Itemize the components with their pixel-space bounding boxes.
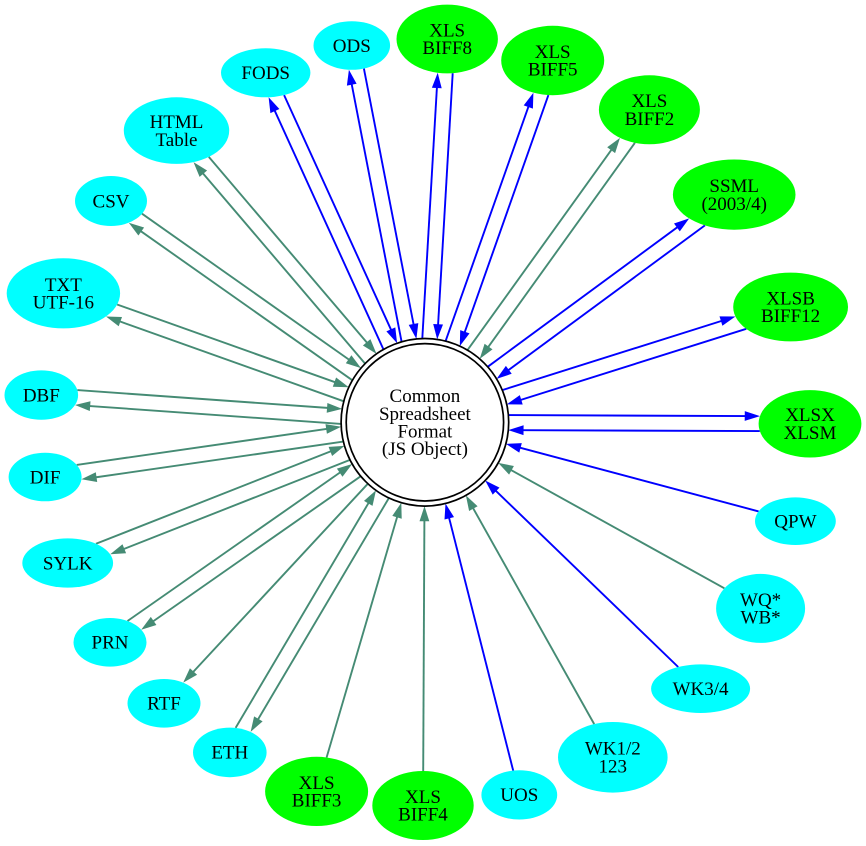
- svg-text:BIFF5: BIFF5: [528, 60, 578, 81]
- svg-text:WQ*: WQ*: [740, 590, 781, 611]
- svg-text:UOS: UOS: [500, 785, 538, 806]
- svg-text:RTF: RTF: [147, 694, 181, 715]
- svg-text:HTML: HTML: [150, 112, 204, 133]
- svg-text:BIFF2: BIFF2: [625, 109, 675, 130]
- svg-text:XLS: XLS: [299, 773, 335, 794]
- svg-text:UTF-16: UTF-16: [33, 293, 94, 314]
- svg-text:Table: Table: [156, 130, 198, 151]
- svg-text:WK3/4: WK3/4: [673, 679, 729, 700]
- svg-text:XLS: XLS: [535, 42, 571, 63]
- svg-text:BIFF8: BIFF8: [422, 38, 472, 59]
- svg-text:XLS: XLS: [429, 20, 465, 41]
- svg-text:SYLK: SYLK: [43, 553, 93, 574]
- svg-text:123: 123: [599, 756, 628, 777]
- svg-text:(JS Object): (JS Object): [382, 439, 468, 460]
- svg-text:WB*: WB*: [741, 608, 781, 629]
- svg-text:WK1/2: WK1/2: [585, 739, 641, 760]
- svg-text:BIFF3: BIFF3: [292, 791, 342, 812]
- svg-text:Spreadsheet: Spreadsheet: [379, 404, 472, 425]
- svg-text:DBF: DBF: [23, 385, 60, 406]
- svg-text:XLSX: XLSX: [785, 405, 835, 426]
- svg-text:DIF: DIF: [30, 467, 61, 488]
- svg-text:XLS: XLS: [631, 91, 667, 112]
- svg-text:FODS: FODS: [241, 63, 290, 84]
- svg-text:XLSB: XLSB: [766, 288, 815, 309]
- svg-text:SSML: SSML: [709, 176, 759, 197]
- svg-text:Format: Format: [397, 422, 453, 443]
- svg-text:XLSM: XLSM: [784, 423, 837, 444]
- svg-text:CSV: CSV: [93, 191, 130, 212]
- svg-text:QPW: QPW: [774, 512, 816, 533]
- svg-text:BIFF4: BIFF4: [398, 805, 448, 826]
- svg-text:PRN: PRN: [92, 633, 129, 654]
- svg-text:XLS: XLS: [405, 787, 441, 808]
- svg-text:(2003/4): (2003/4): [701, 194, 766, 215]
- svg-text:BIFF12: BIFF12: [761, 306, 820, 327]
- svg-text:TXT: TXT: [45, 275, 82, 296]
- svg-text:ETH: ETH: [211, 743, 248, 764]
- svg-text:ODS: ODS: [333, 36, 371, 57]
- svg-text:Common: Common: [390, 386, 461, 407]
